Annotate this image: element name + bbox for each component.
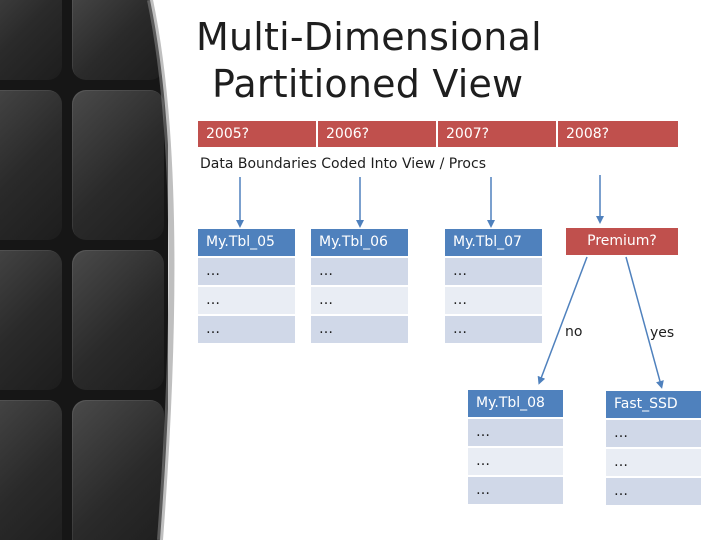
table-my-tbl-07: My.Tbl_07 … … … <box>445 229 542 345</box>
table-row: … <box>445 287 542 314</box>
table-row: … <box>198 316 295 343</box>
table-row: … <box>606 478 701 505</box>
year-label-2008: 2008? <box>558 121 678 147</box>
year-label-2005: 2005? <box>198 121 316 147</box>
table-header: My.Tbl_08 <box>468 390 563 417</box>
table-row: … <box>198 258 295 285</box>
table-header: My.Tbl_06 <box>311 229 408 256</box>
table-row: … <box>198 287 295 314</box>
title-line-2: Partitioned View <box>196 61 542 108</box>
table-header: Fast_SSD <box>606 391 701 418</box>
table-row: … <box>468 477 563 504</box>
table-fast-ssd: Fast_SSD … … … <box>606 391 701 507</box>
year-label-2007: 2007? <box>438 121 556 147</box>
table-row: … <box>468 448 563 475</box>
decision-premium: Premium? <box>566 228 678 255</box>
table-header: My.Tbl_05 <box>198 229 295 256</box>
table-my-tbl-08: My.Tbl_08 … … … <box>468 390 563 506</box>
table-row: … <box>468 419 563 446</box>
table-row: … <box>606 449 701 476</box>
table-row: … <box>445 316 542 343</box>
subtitle: Data Boundaries Coded Into View / Procs <box>200 156 486 172</box>
arrow-yes <box>626 257 661 385</box>
table-row: … <box>311 258 408 285</box>
year-label-2006: 2006? <box>318 121 436 147</box>
decorative-tile-panel <box>0 0 168 540</box>
table-header: My.Tbl_07 <box>445 229 542 256</box>
table-row: … <box>311 316 408 343</box>
branch-label-no: no <box>565 324 582 340</box>
table-my-tbl-06: My.Tbl_06 … … … <box>311 229 408 345</box>
table-row: … <box>311 287 408 314</box>
branch-label-yes: yes <box>650 325 674 341</box>
title-line-1: Multi-Dimensional <box>196 14 542 61</box>
table-my-tbl-05: My.Tbl_05 … … … <box>198 229 295 345</box>
table-row: … <box>606 420 701 447</box>
page-title: Multi-Dimensional Partitioned View <box>196 14 542 108</box>
arrow-no <box>540 257 587 381</box>
table-row: … <box>445 258 542 285</box>
